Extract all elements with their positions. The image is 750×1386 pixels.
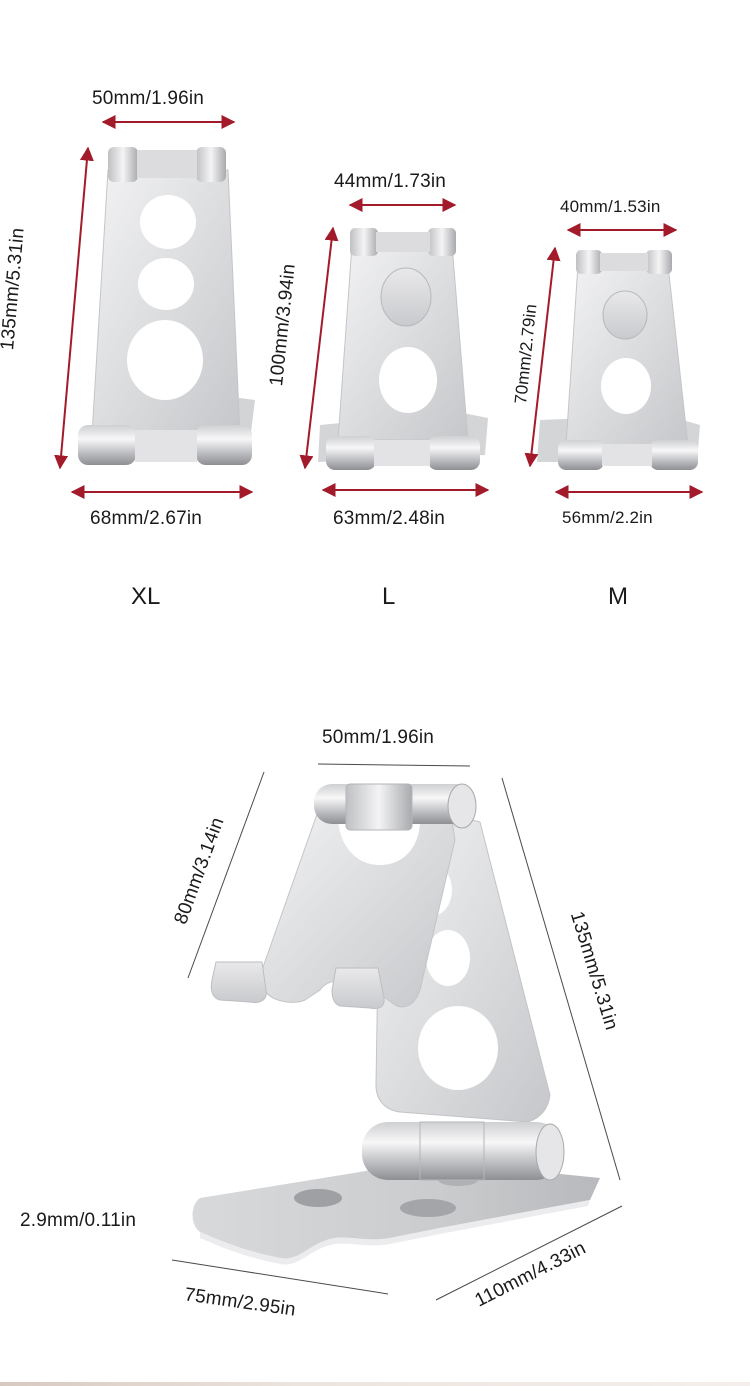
xl-top-width-label: 50mm/1.96in [92, 88, 205, 109]
l-base-width-label: 63mm/2.48in [333, 508, 446, 529]
l-top-width-label: 44mm/1.73in [334, 171, 447, 192]
dimension-lines-bottom [171, 763, 623, 1301]
detail-top-width-label: 50mm/1.96in [322, 727, 435, 748]
bottom-strip [0, 1382, 750, 1386]
stand-detail-view [192, 783, 600, 1265]
xl-base-width-label: 68mm/2.67in [90, 508, 203, 529]
m-top-width-label: 40mm/1.53in [560, 197, 661, 216]
size-label-xl: XL [131, 583, 161, 610]
detail-thickness-label: 2.9mm/0.11in [20, 1210, 137, 1231]
stand-l [318, 228, 488, 470]
dimension-arrows-top [54, 115, 704, 499]
stand-xl [78, 147, 255, 465]
m-base-width-label: 56mm/2.2in [562, 508, 653, 527]
stand-m [537, 250, 700, 470]
size-label-l: L [382, 583, 396, 610]
size-label-m: M [608, 583, 628, 610]
